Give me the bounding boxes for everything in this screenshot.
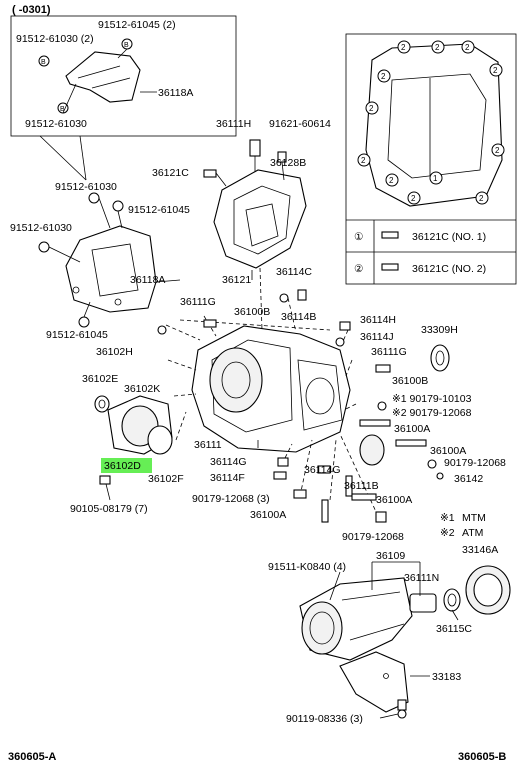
label-36114c: 36114C	[276, 266, 312, 278]
legend-part-2: 36121C (NO. 2)	[412, 263, 486, 275]
label-36100a-a: 36100A	[394, 423, 430, 435]
label-36100a-d: 36100A	[376, 494, 412, 506]
label-90179-12068-b: 90179-12068	[444, 457, 506, 469]
svg-text:1: 1	[433, 174, 438, 183]
label-91511-k0840: 91511-K0840 (4)	[268, 561, 346, 573]
label-36142: 36142	[454, 473, 483, 485]
footer-right: 360605-B	[458, 751, 506, 763]
svg-text:2: 2	[369, 104, 374, 113]
note-text-1: MTM	[462, 512, 486, 524]
label-36115c: 36115C	[436, 623, 472, 635]
label-33146a: 33146A	[462, 544, 498, 556]
label-36109: 36109	[376, 550, 405, 562]
legend-part-1: 36121C (NO. 1)	[412, 231, 486, 243]
inset-label-bolt-61030: 91512-61030 (2)	[16, 33, 94, 45]
housing-36111	[191, 325, 351, 453]
svg-text:B: B	[124, 42, 129, 49]
svg-text:2: 2	[465, 43, 470, 52]
label-90105-08179: 90105-08179 (7)	[70, 503, 148, 515]
label-36100b-a: 36100B	[234, 306, 270, 318]
assembly-lines	[165, 267, 379, 517]
svg-text:2: 2	[361, 156, 366, 165]
label-36100a-b: 36100A	[430, 445, 466, 457]
label-36102e: 36102E	[82, 373, 118, 385]
label-36102k: 36102K	[124, 383, 160, 395]
bracket-36118a	[38, 192, 181, 328]
extension-housing-36109	[299, 561, 511, 719]
label-90179-12068-c: 90179-12068 (3)	[192, 493, 270, 505]
label-91512-61045-c: 91512-61045	[46, 329, 108, 341]
label-36102d: 36102D	[104, 460, 141, 472]
bracket-33183	[339, 651, 409, 713]
period-label: ( -0301)	[12, 4, 51, 16]
svg-text:2: 2	[493, 66, 498, 75]
extension-36102d	[94, 395, 187, 501]
svg-text:B: B	[41, 59, 46, 66]
svg-text:2: 2	[435, 43, 440, 52]
svg-text:2: 2	[389, 176, 394, 185]
label-36114b: 36114B	[281, 311, 316, 323]
label-90179-12068-a: ※2 90179-12068	[392, 407, 472, 419]
part-labels: 36111H 91621-60614 36121C 36128B 91512-6…	[10, 118, 506, 725]
label-91512-61030-b: 91512-61030	[10, 222, 72, 234]
label-36114h: 36114H	[360, 314, 396, 326]
label-36100b-b: 36100B	[392, 375, 428, 387]
svg-text:2: 2	[479, 194, 484, 203]
label-33183: 33183	[432, 671, 461, 683]
sleeve-36111n	[409, 593, 437, 613]
inset-bolt-positions: 2 2 2 2 2 2 2 2 2 1 2 2 ① ② 36121C (NO. …	[345, 33, 517, 285]
svg-text:2: 2	[495, 146, 500, 155]
highlight-36102d	[101, 458, 152, 473]
svg-text:2: 2	[401, 43, 406, 52]
svg-text:2: 2	[381, 72, 386, 81]
legend-num-1: ①	[354, 231, 364, 243]
footer-left: 360605-A	[8, 751, 56, 763]
label-33309h: 33309H	[421, 324, 458, 336]
label-36114g-b: 36114G	[304, 464, 341, 476]
b-marker	[38, 55, 50, 67]
svg-text:2: 2	[411, 194, 416, 203]
label-36128b: 36128B	[270, 157, 306, 169]
inset-label-36118a: 36118A	[158, 87, 193, 99]
label-36111: 36111	[194, 439, 222, 451]
label-36111g-b: 36111G	[371, 346, 407, 358]
hardware	[157, 289, 450, 523]
note-mark-2: ※2	[440, 527, 455, 539]
label-36114j: 36114J	[360, 331, 394, 343]
label-36118a: 36118A	[130, 274, 165, 286]
inset-frame	[10, 15, 237, 137]
label-36100a-c: 36100A	[250, 509, 286, 521]
breather-plug	[249, 139, 261, 157]
label-36102f: 36102F	[148, 473, 184, 485]
label-36114f: 36114F	[210, 472, 245, 484]
label-90179-12068-d: 90179-12068	[342, 531, 404, 543]
label-91621-60614: 91621-60614	[269, 118, 331, 130]
legend-num-2: ②	[354, 263, 364, 275]
label-36111g-a: 36111G	[180, 296, 216, 308]
label-36121: 36121	[222, 274, 251, 286]
svg-text:B: B	[60, 106, 65, 113]
label-36111b: 36111B	[344, 480, 379, 492]
label-90179-10103: ※1 90179-10103	[392, 393, 472, 405]
label-90119-08336: 90119-08336 (3)	[286, 713, 363, 725]
label-91512-61030-a: 91512-61030	[55, 181, 117, 193]
inset-frame-right	[345, 33, 517, 285]
label-36111n: 36111N	[404, 572, 439, 584]
inset-label-bolt-61045: 91512-61045 (2)	[98, 19, 176, 31]
label-36102h: 36102H	[96, 346, 133, 358]
inset-label-bolt-61030-b: 91512-61030	[25, 118, 87, 130]
label-91512-61045-b: 91512-61045	[128, 204, 190, 216]
housing-top-view	[365, 43, 503, 207]
note-mark-1: ※1	[440, 512, 455, 524]
inset-mount-bracket: 91512-61045 (2) 91512-61030 (2) 36118A 9…	[10, 15, 237, 181]
label-36121c: 36121C	[152, 167, 189, 179]
mount-bracket-shape	[65, 51, 141, 103]
note-text-2: ATM	[462, 527, 483, 539]
label-36114g-a: 36114G	[210, 456, 247, 468]
cover-36121	[203, 139, 307, 280]
label-36111h: 36111H	[216, 118, 251, 130]
